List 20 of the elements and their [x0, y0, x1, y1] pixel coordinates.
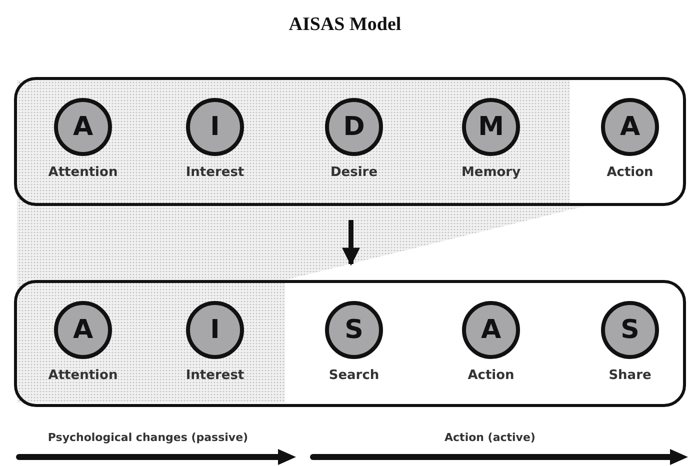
phase-label: Psychological changes (passive) — [48, 431, 248, 444]
phase-label: Action (active) — [444, 431, 536, 444]
title: AISAS Model — [288, 14, 402, 36]
stage-label: Interest — [186, 165, 244, 180]
stage-label: Attention — [48, 165, 118, 180]
stage-label: Action — [468, 368, 514, 383]
stage-label: Action — [606, 165, 654, 180]
arrow — [342, 220, 360, 266]
stage-panel — [14, 77, 686, 206]
stage-label: Interest — [186, 368, 244, 383]
stage-circle: S — [325, 301, 383, 359]
stage-circle: A — [601, 98, 659, 156]
stage-circle: A — [462, 301, 520, 359]
stage-label: Search — [328, 368, 380, 383]
stage-label: Desire — [330, 165, 378, 180]
stage-circle: S — [601, 301, 659, 359]
stage-label: Attention — [48, 368, 118, 383]
stage-label: Share — [608, 368, 652, 383]
stage-panel — [14, 280, 686, 407]
stage-label: Memory — [461, 165, 521, 180]
